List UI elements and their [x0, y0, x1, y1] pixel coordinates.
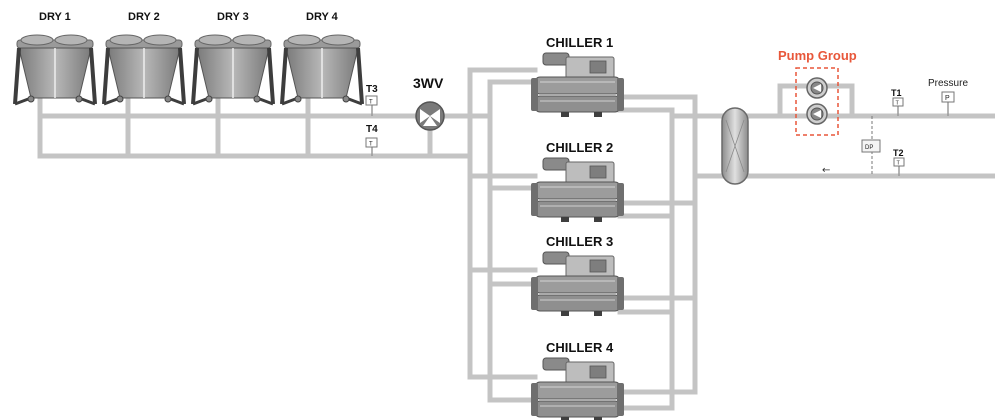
fan-icon — [20, 34, 54, 46]
pump-1-icon — [806, 77, 828, 99]
chiller-2: CHILLER 2 — [531, 140, 624, 222]
chiller-group: CHILLER 1 CHILLER 2 CHILLER 3 CHILLER 4 — [531, 35, 624, 420]
dry-cooler-label: DRY 4 — [306, 11, 339, 23]
fan-icon — [198, 34, 232, 46]
sensor-t1-label: T1 — [891, 88, 902, 98]
sensor-t2-mark: T — [897, 161, 901, 167]
pressure-mark: P — [945, 95, 950, 102]
sensor-t2-label: T2 — [893, 148, 904, 158]
sensor-t1: T1 T — [891, 88, 904, 116]
dry-header-lower — [37, 97, 473, 159]
pump-group-frame — [795, 67, 839, 136]
pump-group: Pump Group — [778, 48, 857, 136]
chiller-label: CHILLER 3 — [546, 234, 613, 249]
sensor-t3: T3 T — [365, 84, 378, 116]
control-panel-icon — [589, 365, 607, 379]
dry-cooler-label: DRY 3 — [217, 11, 249, 23]
fan-icon — [321, 34, 355, 46]
dry-cooler-label: DRY 1 — [39, 11, 71, 23]
pipe-network — [37, 67, 995, 411]
control-panel-icon — [589, 60, 607, 74]
chiller-header-outer — [467, 153, 538, 380]
chiller-1: CHILLER 1 — [531, 35, 624, 117]
dry-cooler-group: DRY 1 DRY 2 DRY 3 DRY 4 — [13, 11, 364, 106]
dry-cooler-4: DRY 4 — [280, 11, 364, 106]
buffer-tank — [721, 107, 749, 185]
fan-icon — [54, 34, 88, 46]
sensor-t3-label: T3 — [366, 84, 378, 95]
fan-icon — [109, 34, 143, 46]
pump-2-icon — [806, 103, 828, 125]
chiller-4: CHILLER 4 — [531, 340, 624, 420]
sensor-t4: T4 T — [365, 124, 378, 156]
sensor-t4-label: T4 — [366, 124, 378, 135]
valve-label: 3WV — [413, 75, 444, 91]
sensor-t2: T2 T — [893, 148, 905, 176]
sensor-t3-mark: T — [369, 100, 373, 106]
pressure-label: Pressure — [928, 78, 968, 89]
chiller-label: CHILLER 4 — [546, 340, 614, 355]
flow-direction-arrow-icon: ← — [822, 165, 830, 176]
fan-icon — [232, 34, 266, 46]
chiller-label: CHILLER 1 — [546, 35, 613, 50]
pump-group-label: Pump Group — [778, 48, 857, 63]
sensor-t4-mark: T — [369, 142, 373, 148]
control-panel-icon — [589, 259, 607, 273]
dry-cooler-2: DRY 2 — [102, 11, 186, 106]
three-way-valve: 3WV — [413, 75, 445, 131]
pressure-sensor: Pressure P — [928, 78, 968, 116]
dry-cooler-1: DRY 1 — [13, 11, 97, 106]
fan-icon — [287, 34, 321, 46]
differential-pressure-sensor: DP — [861, 116, 881, 176]
chiller-label: CHILLER 2 — [546, 140, 613, 155]
chiller-header-inner — [487, 79, 538, 403]
control-panel-icon — [589, 165, 607, 179]
fan-icon — [143, 34, 177, 46]
dry-cooler-3: DRY 3 — [191, 11, 275, 106]
dp-label: DP — [865, 145, 873, 151]
dry-cooler-label: DRY 2 — [128, 11, 160, 23]
sensor-t1-mark: T — [896, 101, 900, 107]
chiller-3: CHILLER 3 — [531, 234, 624, 316]
